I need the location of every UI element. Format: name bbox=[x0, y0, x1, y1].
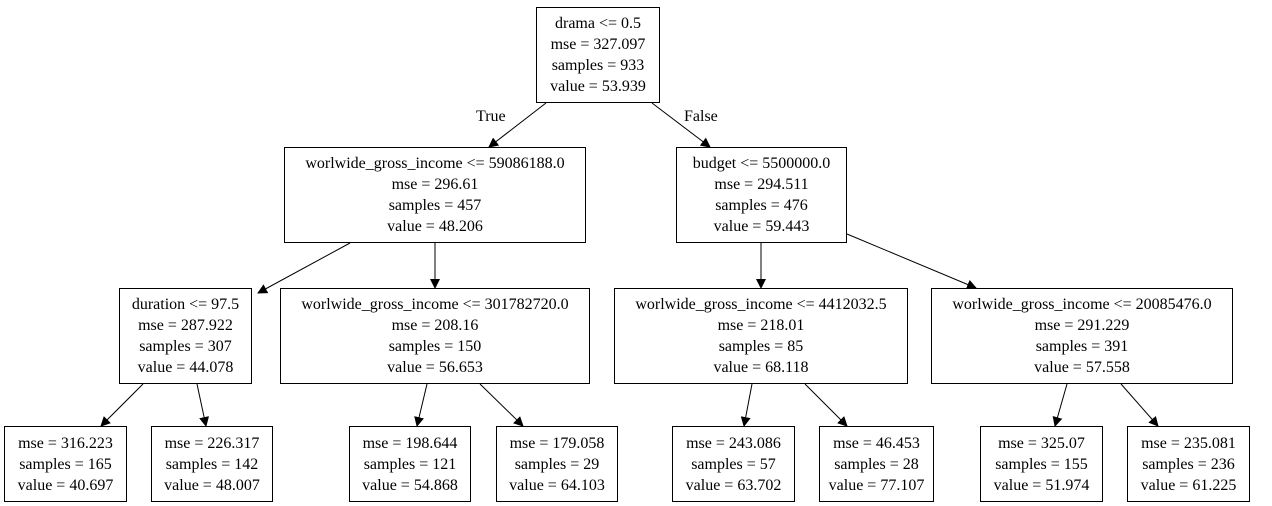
node-line: mse = 198.644 bbox=[362, 434, 458, 452]
node-line: samples = 29 bbox=[514, 455, 600, 473]
node-line: value = 77.107 bbox=[828, 476, 925, 494]
node-line: value = 53.939 bbox=[550, 78, 646, 95]
node-line: samples = 85 bbox=[718, 338, 804, 355]
node-line: samples = 121 bbox=[363, 455, 457, 473]
node-line: samples = 391 bbox=[1035, 338, 1129, 355]
node-line: value = 54.868 bbox=[362, 476, 458, 494]
leaf-node-n8: mse = 226.317 samples = 142 value = 48.007 bbox=[151, 426, 273, 502]
edge-n2-n6 bbox=[846, 233, 977, 290]
edge-label-true: True bbox=[476, 108, 506, 125]
split-node-n0: drama <= 0.5 mse = 327.097 samples = 933 va… bbox=[536, 7, 660, 103]
node-line: mse = 208.16 bbox=[391, 317, 479, 334]
node-line: value = 48.007 bbox=[164, 476, 260, 494]
leaf-node-n9: mse = 198.644 samples = 121 value = 54.868 bbox=[349, 426, 471, 502]
node-line: value = 57.558 bbox=[1034, 359, 1130, 376]
node-line: samples = 165 bbox=[19, 455, 112, 473]
node-line: mse = 226.317 bbox=[164, 434, 260, 452]
node-line: mse = 218.01 bbox=[717, 317, 805, 334]
node-line: value = 40.697 bbox=[17, 476, 114, 494]
node-line: samples = 150 bbox=[388, 338, 482, 355]
node-line: mse = 294.511 bbox=[714, 176, 809, 193]
leaf-node-n14: mse = 235.081 samples = 236 value = 61.225 bbox=[1127, 426, 1250, 502]
split-node-n3: duration <= 97.5 mse = 287.922 samples = 3… bbox=[119, 288, 252, 384]
node-line: budget <= 5500000.0 bbox=[692, 155, 831, 172]
node-line: mse = 291.229 bbox=[1034, 317, 1130, 334]
node-line: samples = 57 bbox=[691, 455, 776, 473]
node-line: worlwide_gross_income <= 59086188.0 bbox=[305, 155, 565, 172]
node-line: duration <= 97.5 bbox=[131, 296, 240, 313]
leaf-node-n12: mse = 46.453 samples = 28 value = 77.107 bbox=[819, 426, 934, 502]
node-line: mse = 243.086 bbox=[686, 434, 781, 452]
node-line: samples = 457 bbox=[388, 197, 482, 214]
node-line: samples = 933 bbox=[551, 57, 645, 74]
node-line: value = 56.653 bbox=[387, 359, 483, 376]
leaf-node-n10: mse = 179.058 samples = 29 value = 64.103 bbox=[496, 426, 618, 502]
edge-n3-n8 bbox=[196, 383, 210, 427]
edge-n5-n12 bbox=[804, 383, 848, 427]
node-line: worlwide_gross_income <= 20085476.0 bbox=[952, 296, 1212, 313]
node-line: mse = 235.081 bbox=[1141, 434, 1236, 452]
node-line: worlwide_gross_income <= 301782720.0 bbox=[301, 296, 569, 313]
node-line: samples = 476 bbox=[715, 197, 808, 214]
node-line: samples = 307 bbox=[139, 338, 232, 355]
leaf-node-n7: mse = 316.223 samples = 165 value = 40.697 bbox=[4, 426, 127, 502]
node-line: mse = 46.453 bbox=[833, 434, 920, 452]
edge-n3-n7 bbox=[100, 383, 144, 427]
split-node-n6: worlwide_gross_income <= 20085476.0 mse =… bbox=[931, 288, 1233, 384]
node-line: value = 44.078 bbox=[137, 359, 234, 376]
node-line: value = 68.118 bbox=[713, 359, 809, 376]
edge-n4-n9 bbox=[414, 383, 428, 427]
node-line: mse = 287.922 bbox=[138, 317, 233, 334]
node-line: worlwide_gross_income <= 4412032.5 bbox=[635, 296, 887, 313]
node-line: samples = 236 bbox=[1142, 455, 1235, 473]
edge-n4-n10 bbox=[479, 383, 524, 427]
node-line: mse = 316.223 bbox=[18, 434, 113, 452]
node-line: mse = 327.097 bbox=[550, 36, 646, 53]
edge-label-false: False bbox=[684, 108, 718, 125]
node-line: mse = 325.07 bbox=[998, 434, 1085, 452]
node-line: mse = 296.61 bbox=[391, 176, 479, 193]
edge-n0-n1 bbox=[488, 102, 547, 148]
node-line: samples = 142 bbox=[165, 455, 259, 473]
edge-n1-n3 bbox=[257, 242, 351, 294]
leaf-node-n11: mse = 243.086 samples = 57 value = 63.702 bbox=[672, 426, 795, 502]
node-line: drama <= 0.5 bbox=[554, 15, 642, 32]
node-line: mse = 179.058 bbox=[509, 434, 605, 452]
split-node-n4: worlwide_gross_income <= 301782720.0 mse … bbox=[280, 288, 590, 384]
node-line: samples = 28 bbox=[834, 455, 919, 473]
split-node-n1: worlwide_gross_income <= 59086188.0 mse =… bbox=[284, 147, 586, 243]
node-line: value = 59.443 bbox=[713, 218, 810, 235]
edge-n0-n2 bbox=[651, 102, 711, 148]
node-line: value = 48.206 bbox=[387, 218, 483, 235]
node-line: value = 64.103 bbox=[509, 476, 605, 494]
split-node-n5: worlwide_gross_income <= 4412032.5 mse = … bbox=[614, 288, 908, 384]
leaf-node-n13: mse = 325.07 samples = 155 value = 51.974 bbox=[980, 426, 1103, 502]
split-node-n2: budget <= 5500000.0 mse = 294.511 samples … bbox=[676, 147, 847, 243]
node-line: value = 61.225 bbox=[1140, 476, 1237, 494]
node-line: value = 51.974 bbox=[993, 476, 1090, 494]
node-line: value = 63.702 bbox=[685, 476, 782, 494]
edge-n6-n14 bbox=[1120, 383, 1159, 427]
node-line: samples = 155 bbox=[995, 455, 1088, 473]
edge-n5-n11 bbox=[740, 383, 753, 427]
edge-n6-n13 bbox=[1052, 383, 1068, 427]
